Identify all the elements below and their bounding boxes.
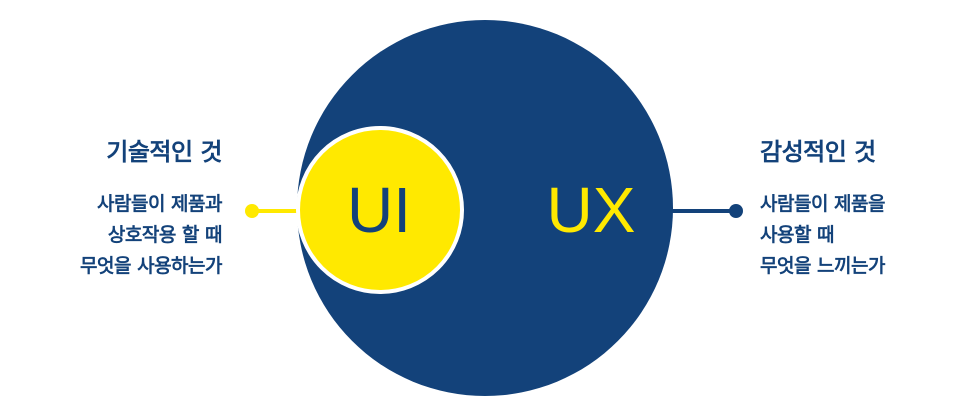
ux-description-line: 무엇을 느끼는가 <box>760 255 885 277</box>
ux-text-block: 감성적인 것 사람들이 제품을 사용할 때 무엇을 느끼는가 <box>760 132 885 282</box>
ui-connector-dot <box>245 204 259 218</box>
ui-text-block: 기술적인 것 사람들이 제품과 상호작용 할 때 무엇을 사용하는가 <box>80 132 222 282</box>
ui-description-line: 무엇을 사용하는가 <box>80 255 222 277</box>
ui-circle <box>296 126 464 294</box>
ux-connector-dot <box>729 204 743 218</box>
ui-description-line: 상호작용 할 때 <box>107 224 223 246</box>
ux-circle <box>297 20 673 396</box>
ui-label: UI <box>347 174 411 246</box>
ui-description-line: 사람들이 제품과 <box>97 193 222 215</box>
ux-description-line: 사람들이 제품을 <box>760 193 885 215</box>
ux-heading: 감성적인 것 <box>760 138 876 166</box>
ui-description: 사람들이 제품과 상호작용 할 때 무엇을 사용하는가 <box>80 189 222 282</box>
ux-description: 사람들이 제품을 사용할 때 무엇을 느끼는가 <box>760 189 885 282</box>
ux-description-line: 사용할 때 <box>760 224 835 246</box>
ux-label: UX <box>546 174 636 246</box>
ui-heading: 기술적인 것 <box>106 138 222 166</box>
